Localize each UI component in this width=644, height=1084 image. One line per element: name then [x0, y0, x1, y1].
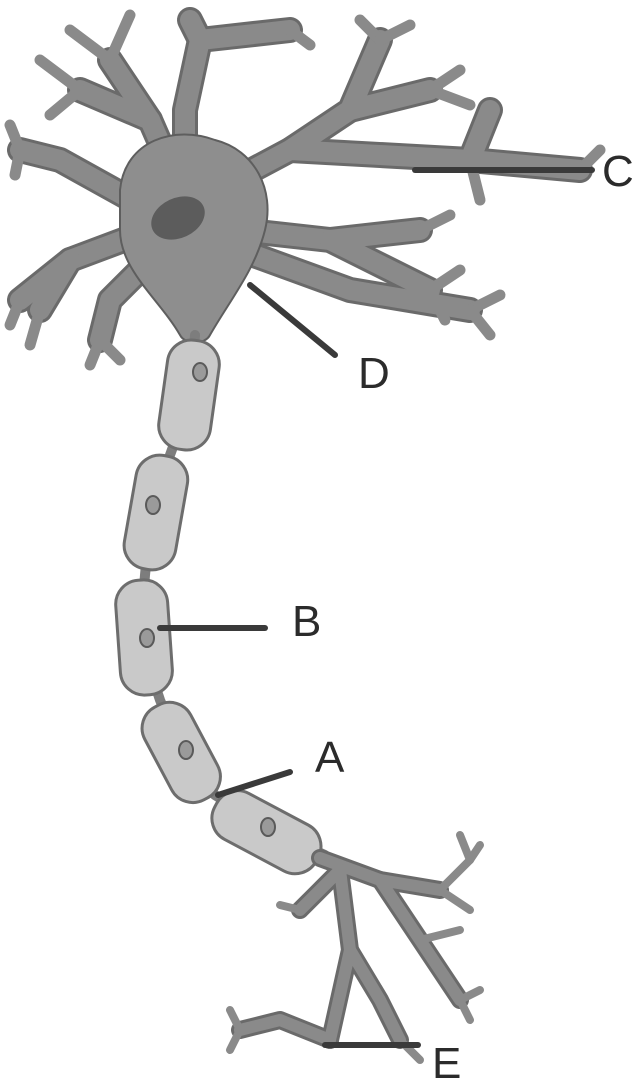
dendrites — [10, 15, 600, 365]
label-a: A — [315, 733, 345, 782]
cell-body — [120, 134, 268, 342]
myelin-segment — [203, 782, 329, 882]
label-c: C — [602, 147, 634, 196]
leader-line-d — [250, 285, 335, 355]
myelin-segment — [134, 694, 229, 811]
label-b: B — [292, 597, 321, 646]
leader-line-a — [218, 772, 290, 795]
label-d: D — [358, 349, 390, 398]
myelin-segment — [114, 578, 174, 696]
label-e: E — [432, 1039, 461, 1084]
axon-terminals — [230, 835, 480, 1060]
myelin-segment — [156, 337, 223, 453]
myelin-segment — [120, 451, 191, 573]
